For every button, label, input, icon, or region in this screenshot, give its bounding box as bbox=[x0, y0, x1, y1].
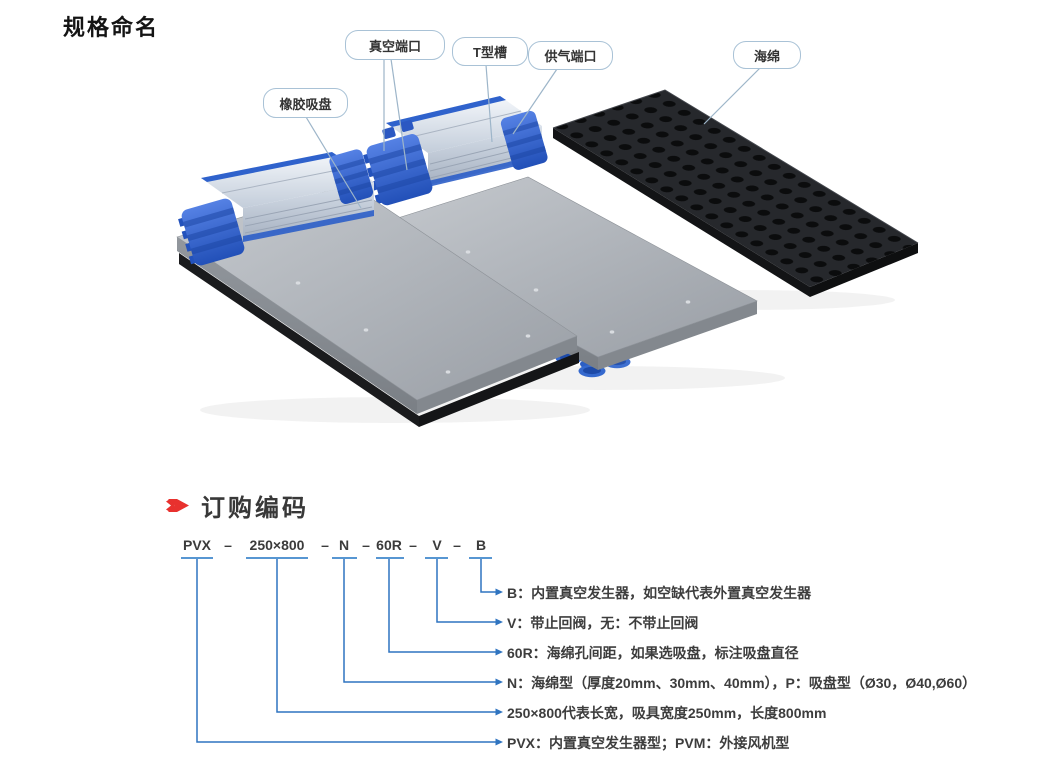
screw-dots bbox=[465, 250, 691, 334]
code-separator: – bbox=[224, 537, 232, 553]
code-segment-valve: V bbox=[432, 537, 442, 553]
code-separator: – bbox=[362, 537, 370, 553]
code-segment-pvx: PVX bbox=[182, 537, 212, 553]
code-separator: – bbox=[321, 537, 329, 553]
callout-rubber-suction-cup: 橡胶吸盘 bbox=[263, 88, 348, 118]
code-segment-gen: B bbox=[475, 537, 487, 553]
middle-vacuum-module bbox=[363, 96, 548, 206]
explanation-row-size: 250×800代表长宽，吸具宽度250mm，长度800mm bbox=[507, 705, 827, 721]
sponge-pad bbox=[552, 89, 919, 297]
code-connector-lines bbox=[196, 559, 503, 746]
module-left-cap bbox=[363, 134, 433, 206]
red-double-chevron-icon bbox=[166, 499, 189, 512]
code-segment-size: 250×800 bbox=[249, 537, 305, 553]
module-right-cap bbox=[500, 110, 548, 170]
module-right-cap bbox=[329, 149, 374, 204]
left-vacuum-module bbox=[178, 149, 374, 266]
vacuum-port-nub bbox=[400, 120, 414, 132]
callout-air-supply-port-label: 供气端口 bbox=[544, 49, 597, 64]
vacuum-port-nub bbox=[382, 127, 396, 139]
explanation-row-60r: 60R：海绵孔间距，如果选吸盘，标注吸盘直径 bbox=[507, 645, 799, 661]
explanation-row-v: V：带止回阀，无：不带止回阀 bbox=[507, 615, 699, 631]
explanation-row-b: B：内置真空发生器，如空缺代表外置真空发生器 bbox=[507, 585, 812, 601]
callout-t-slot-label: T型槽 bbox=[473, 45, 507, 60]
explanation-row-n: N：海绵型（厚度20mm、30mm、40mm），P：吸盘型（Ø30，Ø40,Ø6… bbox=[507, 675, 977, 691]
callout-t-slot: T型槽 bbox=[452, 37, 528, 66]
code-segment-type: N bbox=[338, 537, 350, 553]
callout-vacuum-port-label: 真空端口 bbox=[368, 38, 421, 54]
callout-sponge-label: 海绵 bbox=[753, 48, 780, 64]
module-left-cap bbox=[178, 198, 245, 266]
code-separator: – bbox=[409, 537, 417, 553]
code-separator: – bbox=[453, 537, 461, 553]
page-title: 规格命名 bbox=[63, 15, 160, 40]
callout-sponge: 海绵 bbox=[733, 41, 801, 69]
callout-air-supply-port: 供气端口 bbox=[528, 41, 613, 70]
order-code-header: 订购编码 bbox=[166, 488, 309, 523]
screw-dots bbox=[295, 281, 531, 374]
code-segment-pitch: 60R bbox=[376, 537, 402, 553]
callout-rubber-suction-cup-label: 橡胶吸盘 bbox=[279, 96, 332, 112]
callout-vacuum-port: 真空端口 bbox=[345, 30, 445, 60]
order-code-heading: 订购编码 bbox=[201, 495, 309, 522]
callout-leader-lines bbox=[305, 58, 761, 209]
left-gripper-unit bbox=[176, 149, 579, 427]
explanation-row-pvx: PVX：内置真空发生器型；PVM：外接风机型 bbox=[507, 735, 790, 751]
